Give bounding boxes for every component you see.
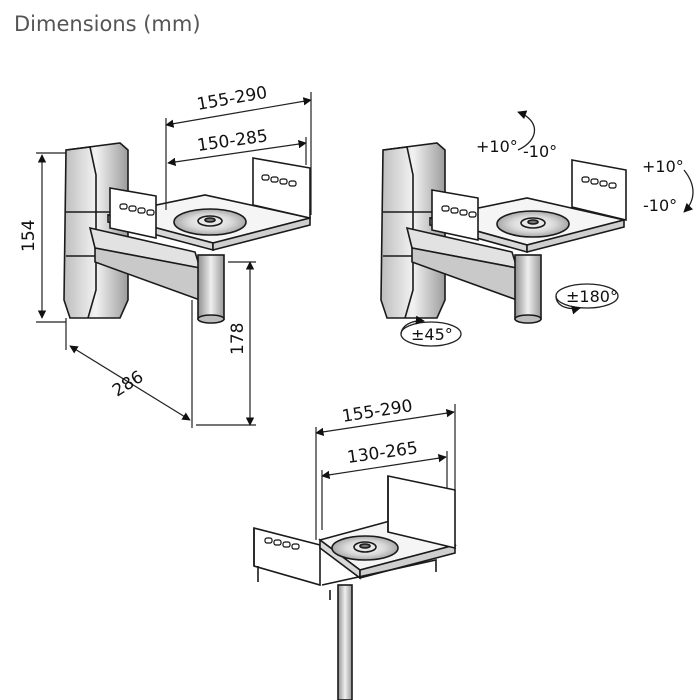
view-a-outer-width-label: 155-290 bbox=[195, 83, 268, 115]
page-title: Dimensions (mm) bbox=[14, 12, 201, 36]
view-a-inner-width-label: 150-285 bbox=[196, 126, 269, 156]
view-c-platform bbox=[253, 475, 457, 700]
view-a-dimensions bbox=[36, 92, 312, 428]
view-b-rotation-arrows bbox=[400, 110, 694, 347]
view-a-drop-label: 178 bbox=[228, 323, 248, 355]
view-b-swivel-label: ±180° bbox=[566, 287, 618, 306]
view-a-bracket bbox=[63, 142, 311, 324]
view-b-tilt-up-label: +10° bbox=[476, 137, 518, 156]
view-a-depth-label: 286 bbox=[109, 367, 147, 401]
view-b-rotate-label: ±45° bbox=[411, 325, 453, 344]
view-c-dimensions bbox=[315, 404, 456, 540]
view-b-side-tilt-down-label: -10° bbox=[643, 196, 677, 215]
view-c-outer-width-label: 155-290 bbox=[341, 396, 414, 427]
view-b-side-tilt-up-label: +10° bbox=[642, 157, 684, 176]
view-c-inner-width-label: 130-265 bbox=[346, 438, 419, 468]
view-a-height-label: 154 bbox=[19, 220, 39, 252]
view-b-tilt-down-label: -10° bbox=[523, 142, 557, 161]
view-b-bracket bbox=[380, 142, 627, 324]
